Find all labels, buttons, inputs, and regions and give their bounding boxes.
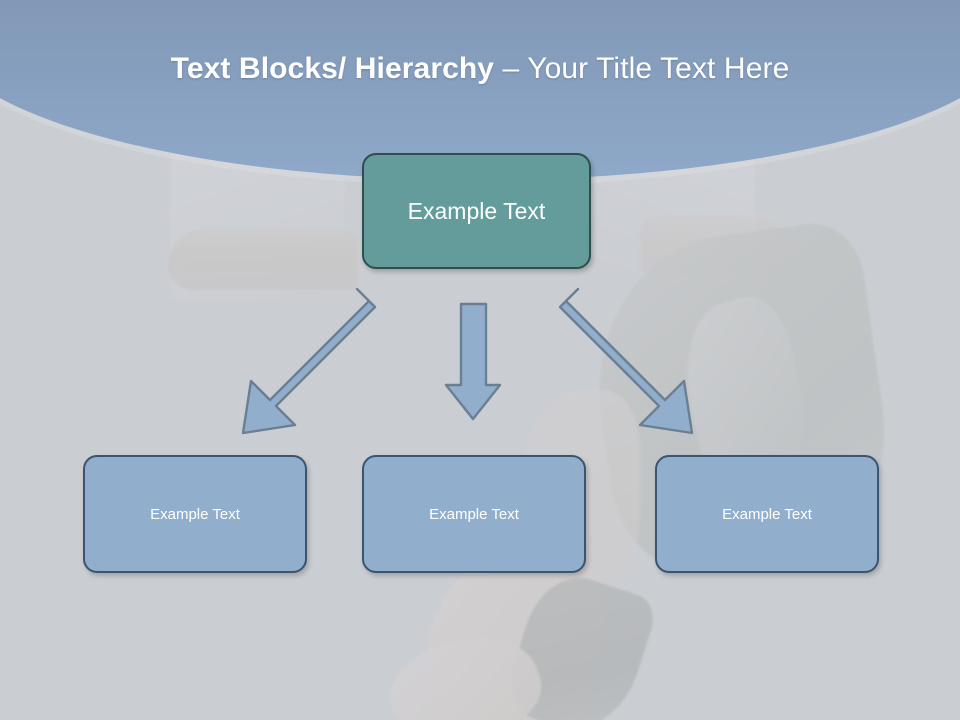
page-title-bold: Text Blocks/ Hierarchy bbox=[170, 52, 503, 85]
hierarchy-leaf-node-2[interactable]: Example Text bbox=[362, 455, 586, 573]
header-banner bbox=[0, 0, 960, 180]
hierarchy-leaf-node-3-label: Example Text bbox=[722, 505, 812, 523]
hierarchy-leaf-node-1[interactable]: Example Text bbox=[83, 455, 307, 573]
page-title-light: – Your Title Text Here bbox=[502, 52, 790, 85]
hierarchy-leaf-node-1-label: Example Text bbox=[150, 505, 240, 523]
hierarchy-top-node[interactable]: Example Text bbox=[362, 153, 591, 269]
page-title: Text Blocks/ Hierarchy – Your Title Text… bbox=[0, 52, 960, 86]
hierarchy-leaf-node-2-label: Example Text bbox=[429, 505, 519, 523]
hierarchy-top-node-label: Example Text bbox=[407, 197, 546, 224]
hierarchy-leaf-node-3[interactable]: Example Text bbox=[655, 455, 879, 573]
